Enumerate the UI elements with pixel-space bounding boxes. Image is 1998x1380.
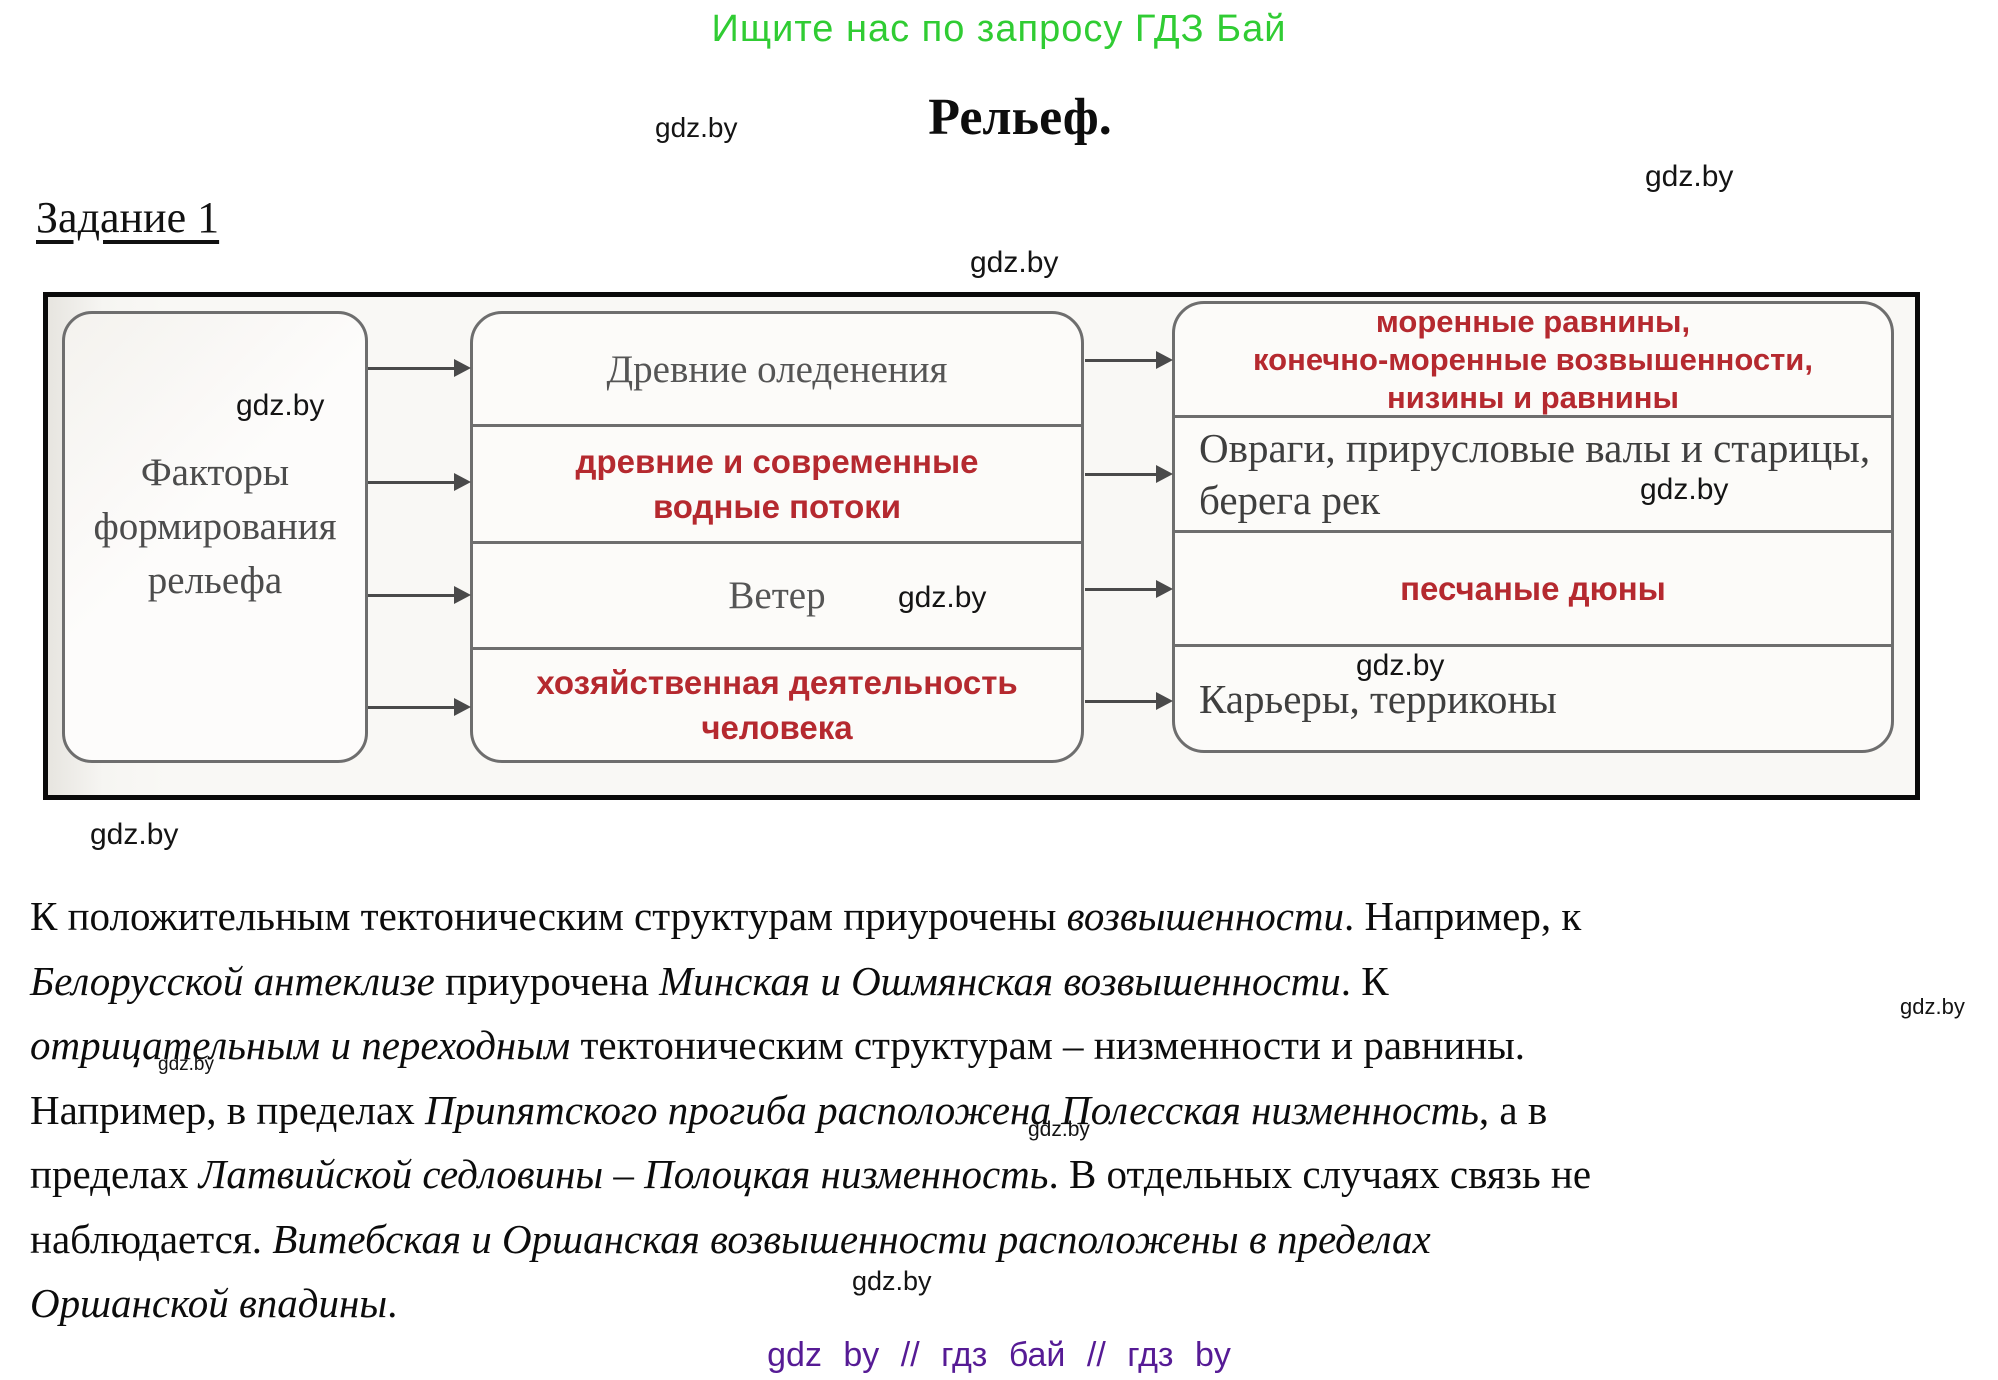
gdz-watermark: gdz.by (1640, 473, 1729, 506)
arrow-icon (368, 359, 471, 377)
gdz-watermark: gdz.by (1028, 1118, 1090, 1141)
body-paragraph: К положительным тектоническим структурам… (30, 893, 1592, 1326)
arrow-icon (368, 473, 471, 491)
gdz-watermark: gdz.by (852, 1266, 932, 1296)
task-heading: Задание 1 (36, 193, 220, 242)
footer-tagline: gdz by // гдз бай // гдз by (767, 1336, 1231, 1374)
gdz-watermark: gdz.by (1645, 160, 1734, 193)
factor-box-wind: Ветер (473, 541, 1081, 647)
page-title: Рельеф. (928, 89, 1112, 146)
arrow-icon (1085, 465, 1173, 483)
arrow-icon (1085, 692, 1173, 710)
arrow-icon (1085, 580, 1173, 598)
gdz-watermark: gdz.by (1900, 994, 1965, 1019)
factor-box-ancient-glaciations: Древние оледенения (606, 347, 948, 391)
gdz-watermark: gdz.by (90, 818, 179, 851)
landform-box-sand-dunes: песчаные дюны (1175, 530, 1891, 644)
gdz-watermark: gdz.by (655, 112, 738, 143)
arrow-icon (1085, 351, 1173, 369)
gdz-watermark: gdz.by (236, 389, 325, 422)
factors-column: Древние оледенения древние и современные… (470, 311, 1084, 763)
gdz-watermark: gdz.by (898, 581, 987, 614)
gdz-watermark: gdz.by (1356, 649, 1445, 682)
landform-box-quarries: Карьеры, терриконы (1175, 644, 1891, 750)
promo-banner-text: Ищите нас по запросу ГДЗ Бай (711, 8, 1287, 50)
arrow-icon (368, 698, 471, 716)
gdz-watermark: gdz.by (970, 246, 1059, 279)
arrow-icon (368, 586, 471, 604)
gdz-watermark: gdz.by (158, 1054, 214, 1075)
landforms-column: моренные равнины,конечно-моренные возвыш… (1172, 301, 1894, 753)
landform-box-moraine-plains: моренные равнины,конечно-моренные возвыш… (1253, 303, 1813, 415)
landform-box-ravines: Овраги, прирусловые валы и старицы,берег… (1175, 415, 1891, 530)
